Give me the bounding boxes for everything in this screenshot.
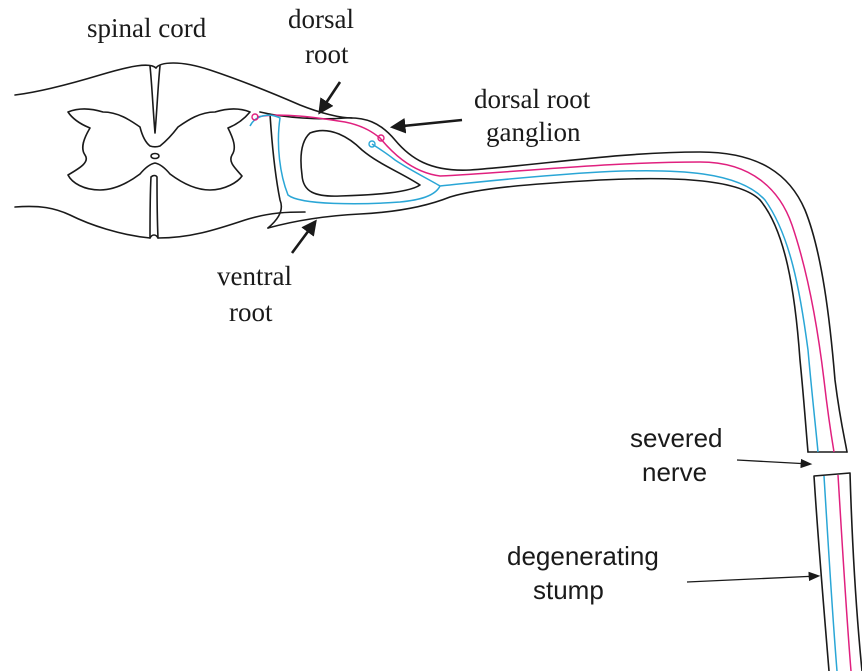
nerve-upper-outline [260,112,847,452]
drg-arrow [393,120,462,127]
stump-outline [814,473,862,671]
sensory-axon [257,115,834,452]
label-dorsal-root-2: root [305,39,349,69]
label-degenerating-2: stump [533,575,604,605]
label-severed-2: nerve [642,457,707,487]
label-drg-2: ganglion [486,117,581,147]
severed-nerve-arrow [737,460,810,464]
label-ventral-root-1: ventral [217,261,292,291]
stump-arrow [687,576,818,582]
label-ventral-root-2: root [229,297,273,327]
grey-matter [68,109,250,190]
label-severed-1: severed [630,423,723,453]
label-dorsal-root-1: dorsal [288,4,354,34]
drg-inner-loop [301,131,420,197]
label-drg-1: dorsal root [474,84,591,114]
dorsal-median-fissure [150,66,160,133]
nerve-lower-outline [268,179,808,452]
dorsal-root-arrow [320,82,340,112]
ventral-median-fissure [150,176,158,239]
ventral-root-arrow [292,222,315,253]
sensory-axon-stump [838,475,851,671]
central-canal [151,154,159,159]
label-degenerating-1: degenerating [507,541,659,571]
label-spinal-cord: spinal cord [87,13,207,43]
